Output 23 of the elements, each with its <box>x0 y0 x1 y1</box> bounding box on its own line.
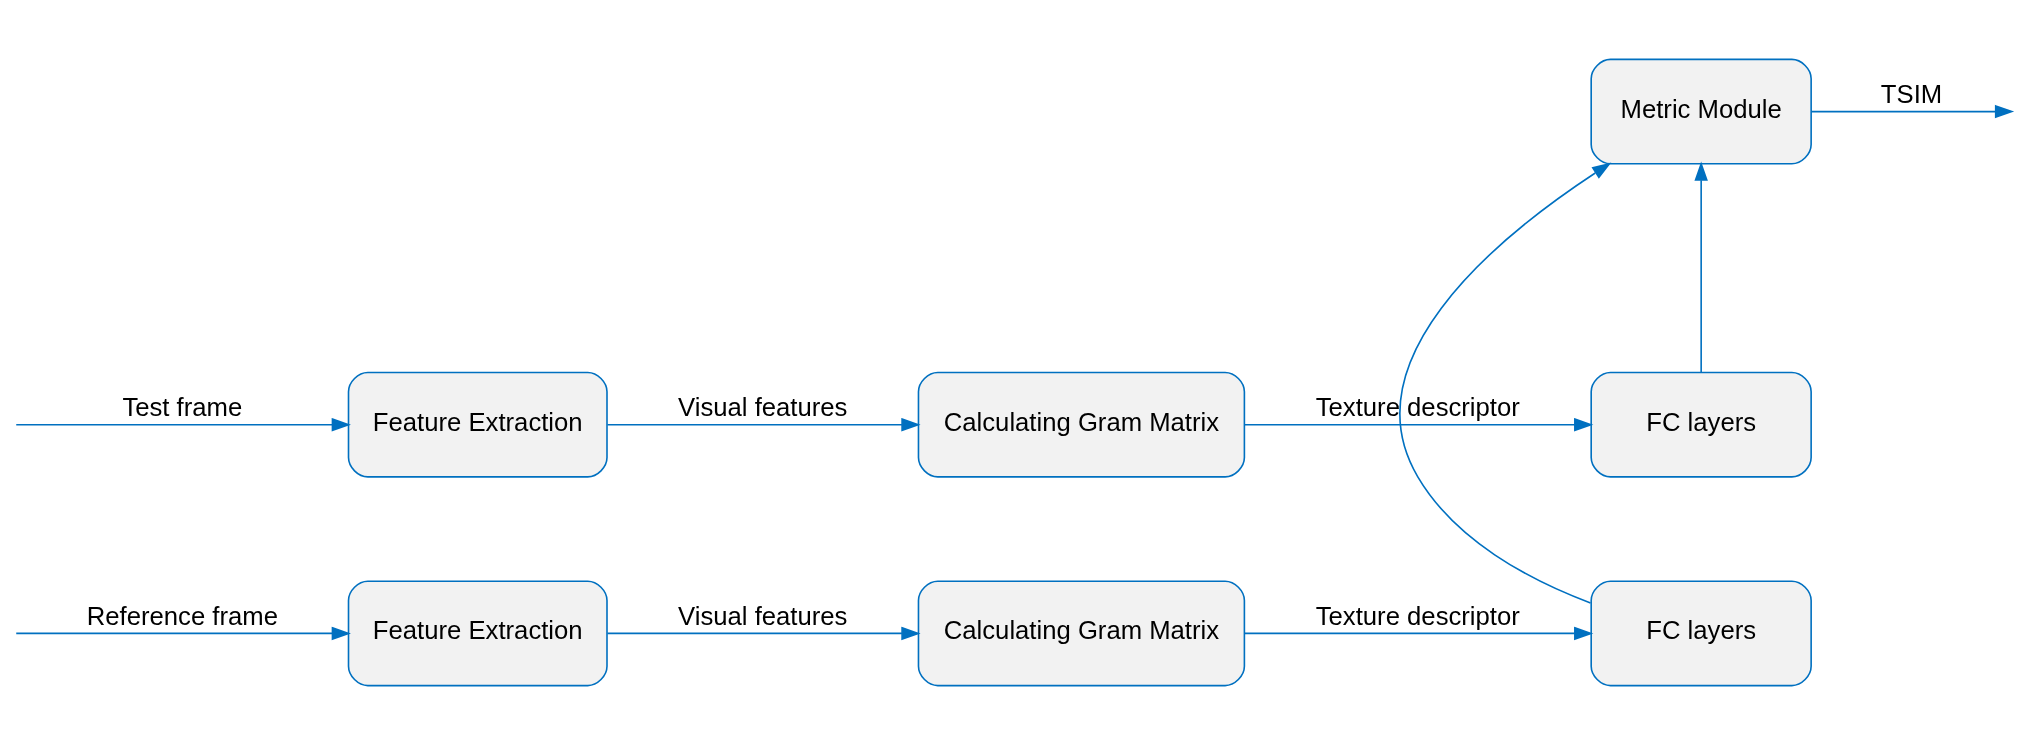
edge-label: Test frame <box>122 392 243 421</box>
arrow <box>1810 104 2015 118</box>
arrow <box>606 417 921 431</box>
node-box: FC layers <box>1590 371 1812 478</box>
node-box: Calculating Gram Matrix <box>917 371 1246 478</box>
edge-label: Visual features <box>678 392 848 421</box>
arrow <box>1243 626 1594 640</box>
arrow <box>1399 162 1612 604</box>
arrow <box>1694 161 1708 373</box>
node-box: FC layers <box>1590 579 1812 686</box>
edge-label: Visual features <box>678 601 848 630</box>
edge-label: TSIM <box>1880 79 1943 108</box>
node-box: Feature Extraction <box>347 579 608 686</box>
node-box: Calculating Gram Matrix <box>917 579 1246 686</box>
node-box: Metric Module <box>1590 58 1812 165</box>
node-box: Feature Extraction <box>347 371 608 478</box>
edge-label: Texture descriptor <box>1315 392 1520 421</box>
arrow <box>606 626 921 640</box>
edge-label: Texture descriptor <box>1315 601 1520 630</box>
arrow <box>15 626 351 640</box>
arrow <box>15 417 351 431</box>
arrow <box>1243 417 1594 431</box>
edge-label: Reference frame <box>86 601 278 630</box>
